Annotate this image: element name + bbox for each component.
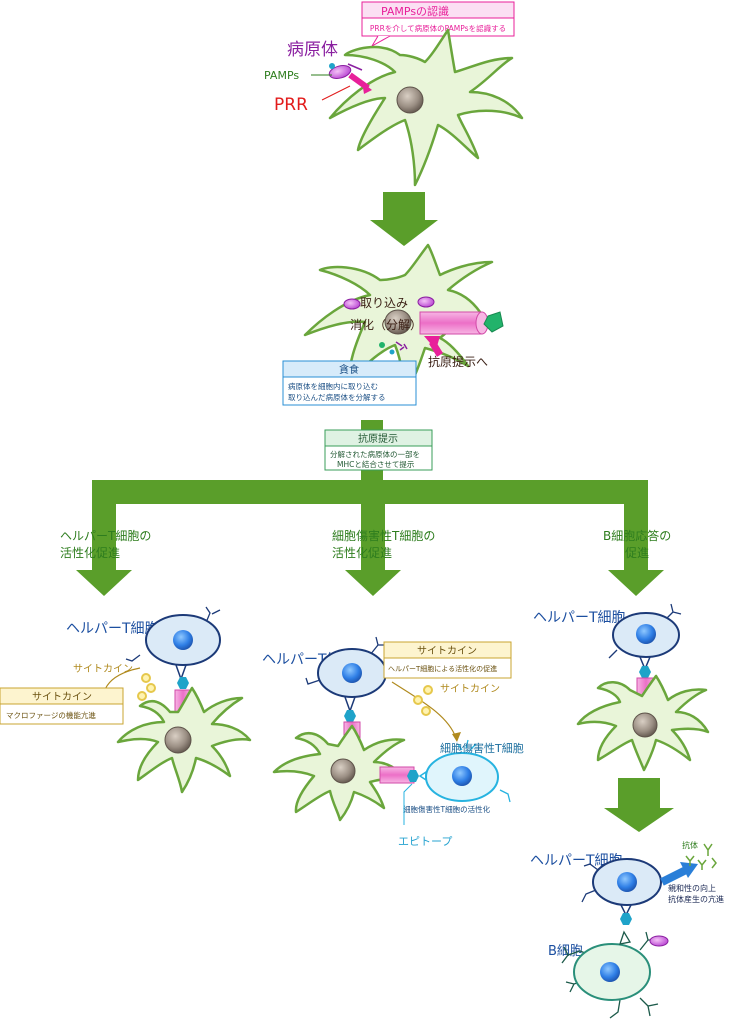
prr-label: PRR [274, 95, 308, 115]
antibody-label: 抗体 [682, 840, 698, 850]
to-presentation-label: 抗原提示へ [428, 354, 488, 369]
down-arrow-1 [370, 192, 438, 246]
left-cytokine-dot [137, 691, 147, 701]
phagocytosis-box: 貪食 病原体を細胞内に取り込む 取り込んだ病原体を分解する [282, 360, 417, 406]
left-macrophage [116, 686, 252, 794]
branch-left-line2: 活性化促進 [60, 546, 120, 560]
pathogen-label: 病原体 [287, 40, 338, 60]
ctl-activation-label: 細胞傷害性T細胞の活性化 [403, 804, 491, 814]
presentation-box: 抗原提示 分解された病原体の一部を MHCと結合させて提示 [324, 429, 433, 471]
left-box-desc: マクロファージの機能亢進 [6, 710, 96, 720]
antibody-icons [685, 843, 717, 870]
mid-cytokine-label: サイトカイン [440, 683, 500, 695]
phago-title: 貪食 [339, 363, 359, 376]
antibody-arrow [660, 866, 688, 886]
b-cell-label: B細胞 [548, 944, 583, 959]
mid-box-title: サイトカイン [417, 645, 477, 657]
right-helper-t-top-label: ヘルパーT細胞 [533, 610, 626, 626]
left-box-title: サイトカイン [32, 691, 92, 703]
macrophage-phago [303, 243, 504, 400]
phago-line2: 取り込んだ病原体を分解する [288, 392, 386, 402]
pamps-box-header [361, 1, 515, 19]
prr-leader [321, 85, 351, 101]
branch-right-line2: 促進 [625, 546, 649, 560]
branch-left-line1: ヘルパーT細胞の [60, 529, 151, 543]
digestion-label: 消化（分解） [350, 318, 422, 332]
presentation-line1: 分解された病原体の一部を [330, 449, 420, 459]
mid-cytokine-dot [423, 685, 433, 695]
mid-cytokine-arrow [391, 681, 457, 739]
epitope-leader [403, 783, 413, 825]
affinity-label: 親和性の向上 [668, 883, 716, 893]
uptake-label: 取り込み [360, 296, 408, 310]
pamps-box-desc: PRRを介して病原体のPAMPsを認識する [370, 23, 506, 33]
b-cell [561, 930, 669, 1019]
left-cytokine-dot [146, 683, 156, 693]
phago-line1: 病原体を細胞内に取り込む [288, 381, 378, 391]
mid-cytokine-dot [421, 706, 431, 716]
mid-macrophage [272, 724, 419, 822]
ctl-cell [418, 739, 511, 803]
branch-middle-line1: 細胞傷害性T細胞の [332, 528, 435, 543]
left-cytokine-dot [141, 673, 151, 683]
left-cytokine-label: サイトカイン [73, 663, 133, 675]
pamps-label: PAMPs [264, 69, 299, 82]
ctl-label: 細胞傷害性T細胞 [440, 741, 524, 755]
pathogen-top [328, 63, 372, 94]
mid-cytokine-dot [413, 695, 423, 705]
branch-right-line1: B細胞応答の [603, 528, 671, 543]
epitope-label: エピトープ [398, 835, 452, 848]
left-cytokine-box: サイトカイン マクロファージの機能亢進 [0, 687, 124, 725]
right-macrophage [576, 674, 710, 772]
macrophage-top [328, 28, 524, 187]
right-helper-t-bottom-label: ヘルパーT細胞 [530, 853, 623, 869]
pamps-box-title: PAMPsの認識 [381, 4, 449, 18]
production-label: 抗体産生の亢進 [668, 894, 724, 904]
pamps-callout: PAMPsの認識 PRRを介して病原体のPAMPsを認識する [361, 1, 515, 48]
left-helper-t-label: ヘルパーT細胞 [66, 621, 159, 637]
branch-middle-line2: 活性化促進 [332, 546, 392, 560]
presentation-title: 抗原提示 [358, 432, 398, 445]
right-helper-t-cell-bottom [581, 858, 662, 925]
mid-cytokine-box: サイトカイン ヘルパーT細胞による活性化の促進 [383, 641, 512, 679]
presentation-line2: MHCと結合させて提示 [337, 459, 415, 469]
down-arrow-right [604, 778, 674, 832]
mid-box-desc: ヘルパーT細胞による活性化の促進 [388, 664, 497, 673]
